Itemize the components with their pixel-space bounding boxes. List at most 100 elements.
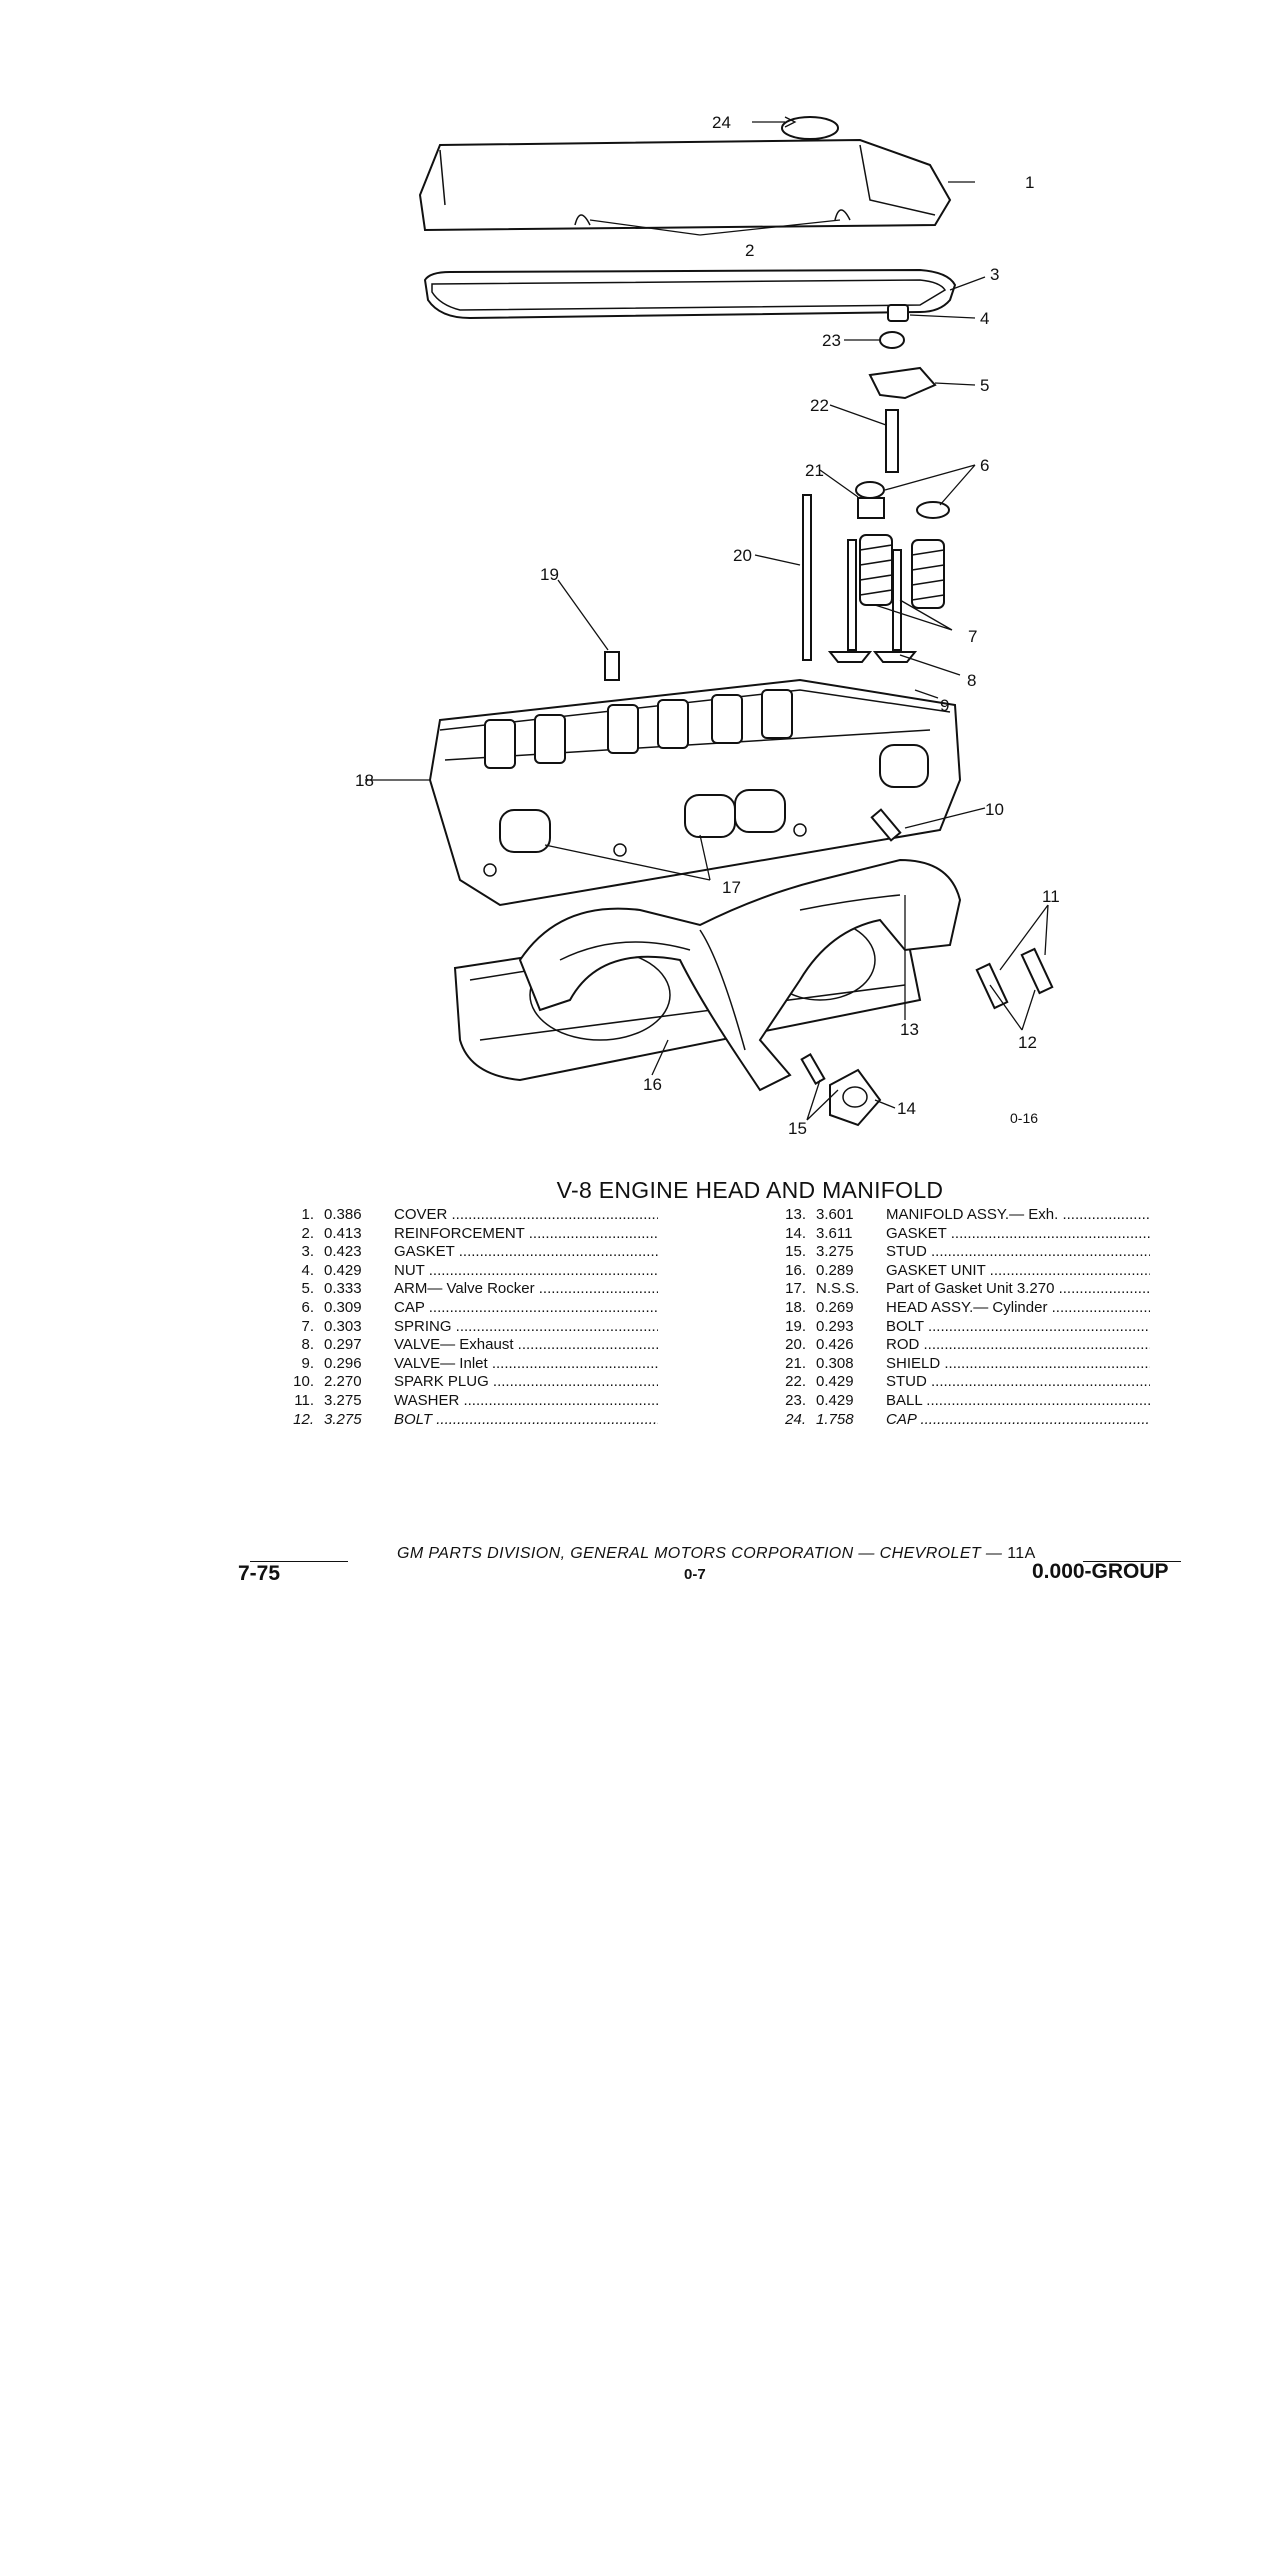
part-name: NUT (382, 1262, 658, 1281)
part-code: 0.296 (324, 1354, 362, 1372)
part-name: GASKET UNIT (874, 1262, 1150, 1281)
part-number: 14. (785, 1224, 806, 1242)
parts-list-row: 24. 1.758 CAP (770, 1411, 1150, 1430)
footer-date: 7-75 (238, 1562, 281, 1585)
valve-cap (916, 501, 950, 519)
parts-list-row: 1. 0.386 COVER (278, 1206, 658, 1225)
callout-17: 17 (722, 878, 741, 897)
callout-23: 23 (822, 331, 841, 350)
parts-list-row: 5. 0.333 ARM— Valve Rocker (278, 1280, 658, 1299)
part-name: STUD (874, 1243, 1150, 1262)
callout-5: 5 (980, 376, 989, 395)
callout-9: 9 (940, 696, 949, 715)
manifold-bolts (975, 947, 1054, 1010)
footer-corporation: GM PARTS DIVISION, GENERAL MOTORS CORPOR… (397, 1545, 1036, 1563)
rocker-stud (885, 409, 899, 473)
footer-rule-left (250, 1561, 348, 1562)
parts-list-row: 23. 0.429 BALL (770, 1392, 1150, 1411)
part-code: 0.413 (324, 1224, 362, 1242)
part-code: 1.758 (816, 1410, 854, 1428)
part-code: 3.275 (324, 1391, 362, 1409)
part-code: 0.309 (324, 1298, 362, 1316)
part-number: 21. (785, 1354, 806, 1372)
part-code: 3.611 (816, 1224, 853, 1242)
callout-15: 15 (788, 1119, 807, 1138)
callout-12: 12 (1018, 1033, 1037, 1052)
part-code: 0.303 (324, 1317, 362, 1335)
part-number: 8. (301, 1336, 314, 1354)
part-number: 17. (785, 1280, 806, 1298)
parts-list-row: 4. 0.429 NUT (278, 1262, 658, 1281)
part-name: SPRING (382, 1318, 658, 1337)
part-number: 9. (301, 1354, 314, 1372)
part-name: CAP (874, 1411, 1150, 1430)
callout-18: 18 (355, 771, 374, 790)
part-code: 0.426 (816, 1336, 854, 1354)
callout-13: 13 (900, 1020, 919, 1039)
callout-7: 7 (968, 627, 977, 646)
part-name: SPARK PLUG (382, 1373, 658, 1392)
part-name: WASHER (382, 1392, 658, 1411)
rocker-nut (887, 304, 909, 322)
part-number: 3. (301, 1243, 314, 1261)
part-name: ROD (874, 1336, 1150, 1355)
callout-10: 10 (985, 800, 1004, 819)
part-code: 0.386 (324, 1206, 362, 1223)
parts-list-row: 21. 0.308 SHIELD (770, 1355, 1150, 1374)
part-code: 0.333 (324, 1280, 362, 1298)
part-name: VALVE— Exhaust (382, 1336, 658, 1355)
part-name: COVER (382, 1206, 658, 1225)
callout-6: 6 (980, 456, 989, 475)
part-number: 1. (301, 1206, 314, 1223)
callout-8: 8 (967, 671, 976, 690)
part-name: BOLT (382, 1411, 658, 1430)
leader-lines (365, 116, 1049, 1121)
part-name: GASKET (874, 1225, 1150, 1244)
footer-page-number: 0-7 (684, 1566, 706, 1583)
callout-21: 21 (805, 461, 824, 480)
part-name: GASKET (382, 1243, 658, 1262)
callout-16: 16 (643, 1075, 662, 1094)
part-number: 5. (301, 1280, 314, 1298)
callout-24: 24 (712, 113, 731, 132)
valves (827, 539, 918, 663)
part-number: 4. (301, 1261, 314, 1279)
part-number: 6. (301, 1298, 314, 1316)
footer-corp-text: GM PARTS DIVISION, GENERAL MOTORS CORPOR… (397, 1545, 1003, 1562)
part-name: Part of Gasket Unit 3.270 (874, 1280, 1150, 1299)
part-code: 0.429 (324, 1261, 362, 1279)
part-code: 3.601 (816, 1206, 854, 1223)
part-name: BALL (874, 1392, 1150, 1411)
exploded-parts-diagram: 24 1 2 3 4 23 5 22 6 21 20 19 7 8 9 18 1… (355, 113, 1060, 1138)
part-name: SHIELD (874, 1355, 1150, 1374)
part-number: 23. (785, 1391, 806, 1409)
part-code: 0.429 (816, 1391, 854, 1409)
part-number: 20. (785, 1336, 806, 1354)
page-title: V-8 ENGINE HEAD AND MANIFOLD (556, 1177, 944, 1203)
part-number: 22. (785, 1373, 806, 1391)
part-code: 3.275 (324, 1410, 362, 1428)
footer-group: 0.000-GROUP (1032, 1560, 1169, 1583)
part-code: 3.275 (816, 1243, 854, 1261)
part-code: 0.308 (816, 1354, 854, 1372)
valve-shield (855, 481, 885, 499)
part-name: BOLT (874, 1318, 1150, 1337)
part-name: ARM— Valve Rocker (382, 1280, 658, 1299)
callout-3: 3 (990, 265, 999, 284)
outlet-gasket (829, 1068, 882, 1127)
exhaust-manifold (518, 858, 962, 1092)
part-number: 11. (294, 1391, 314, 1409)
part-number: 24. (785, 1410, 806, 1428)
parts-list-row: 14. 3.611 GASKET (770, 1225, 1150, 1244)
part-code: N.S.S. (816, 1280, 860, 1298)
callout-11: 11 (1042, 887, 1060, 906)
